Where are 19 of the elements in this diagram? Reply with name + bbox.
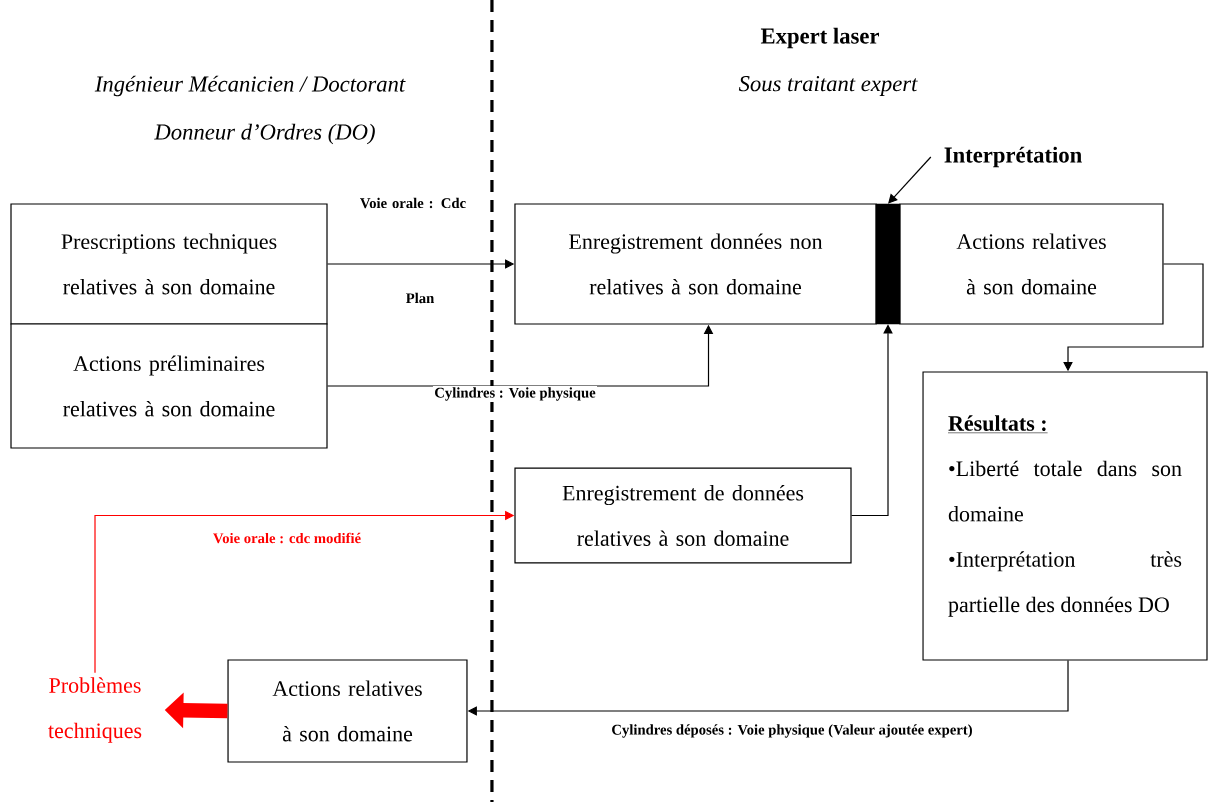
process-box: Enregistrement de données relatives à son domaine [514, 467, 852, 564]
process-box: Prescriptions techniques relatives à son domaine [10, 203, 328, 325]
label-text: Expert laser [760, 27, 879, 49]
label-text: Sous traitant expert [738, 76, 918, 96]
process-box: Actions relatives à son domaine [899, 203, 1164, 325]
label-text: Ingénieur Mécanicien / Doctorant [94, 75, 406, 97]
problem-text: Problèmes techniques [48, 677, 142, 743]
label-text: Plan [406, 292, 435, 304]
edge-label: Voie orale : Cdc [358, 196, 468, 210]
interpretation-bar [875, 203, 901, 325]
label-text: Donneur d’Ordres (DO) [154, 123, 375, 145]
edge-label: Cylindres déposés : Voie physique (Valeur ajoutée expert) [610, 723, 974, 739]
edge-label: Voie orale : cdc modifié [211, 531, 363, 545]
heading-text: Interprétation [944, 146, 1082, 168]
process-box: Actions relatives à son domaine [227, 659, 468, 763]
process-box: Actions préliminaires relatives à son domaine [10, 323, 328, 449]
process-box: Enregistrement données non relatives à son domaine [514, 203, 877, 325]
results-box: Résultats : •Liberté totale dans son domaine •Interprétation très partielle des données DO [922, 371, 1208, 661]
arrow [888, 156, 932, 204]
